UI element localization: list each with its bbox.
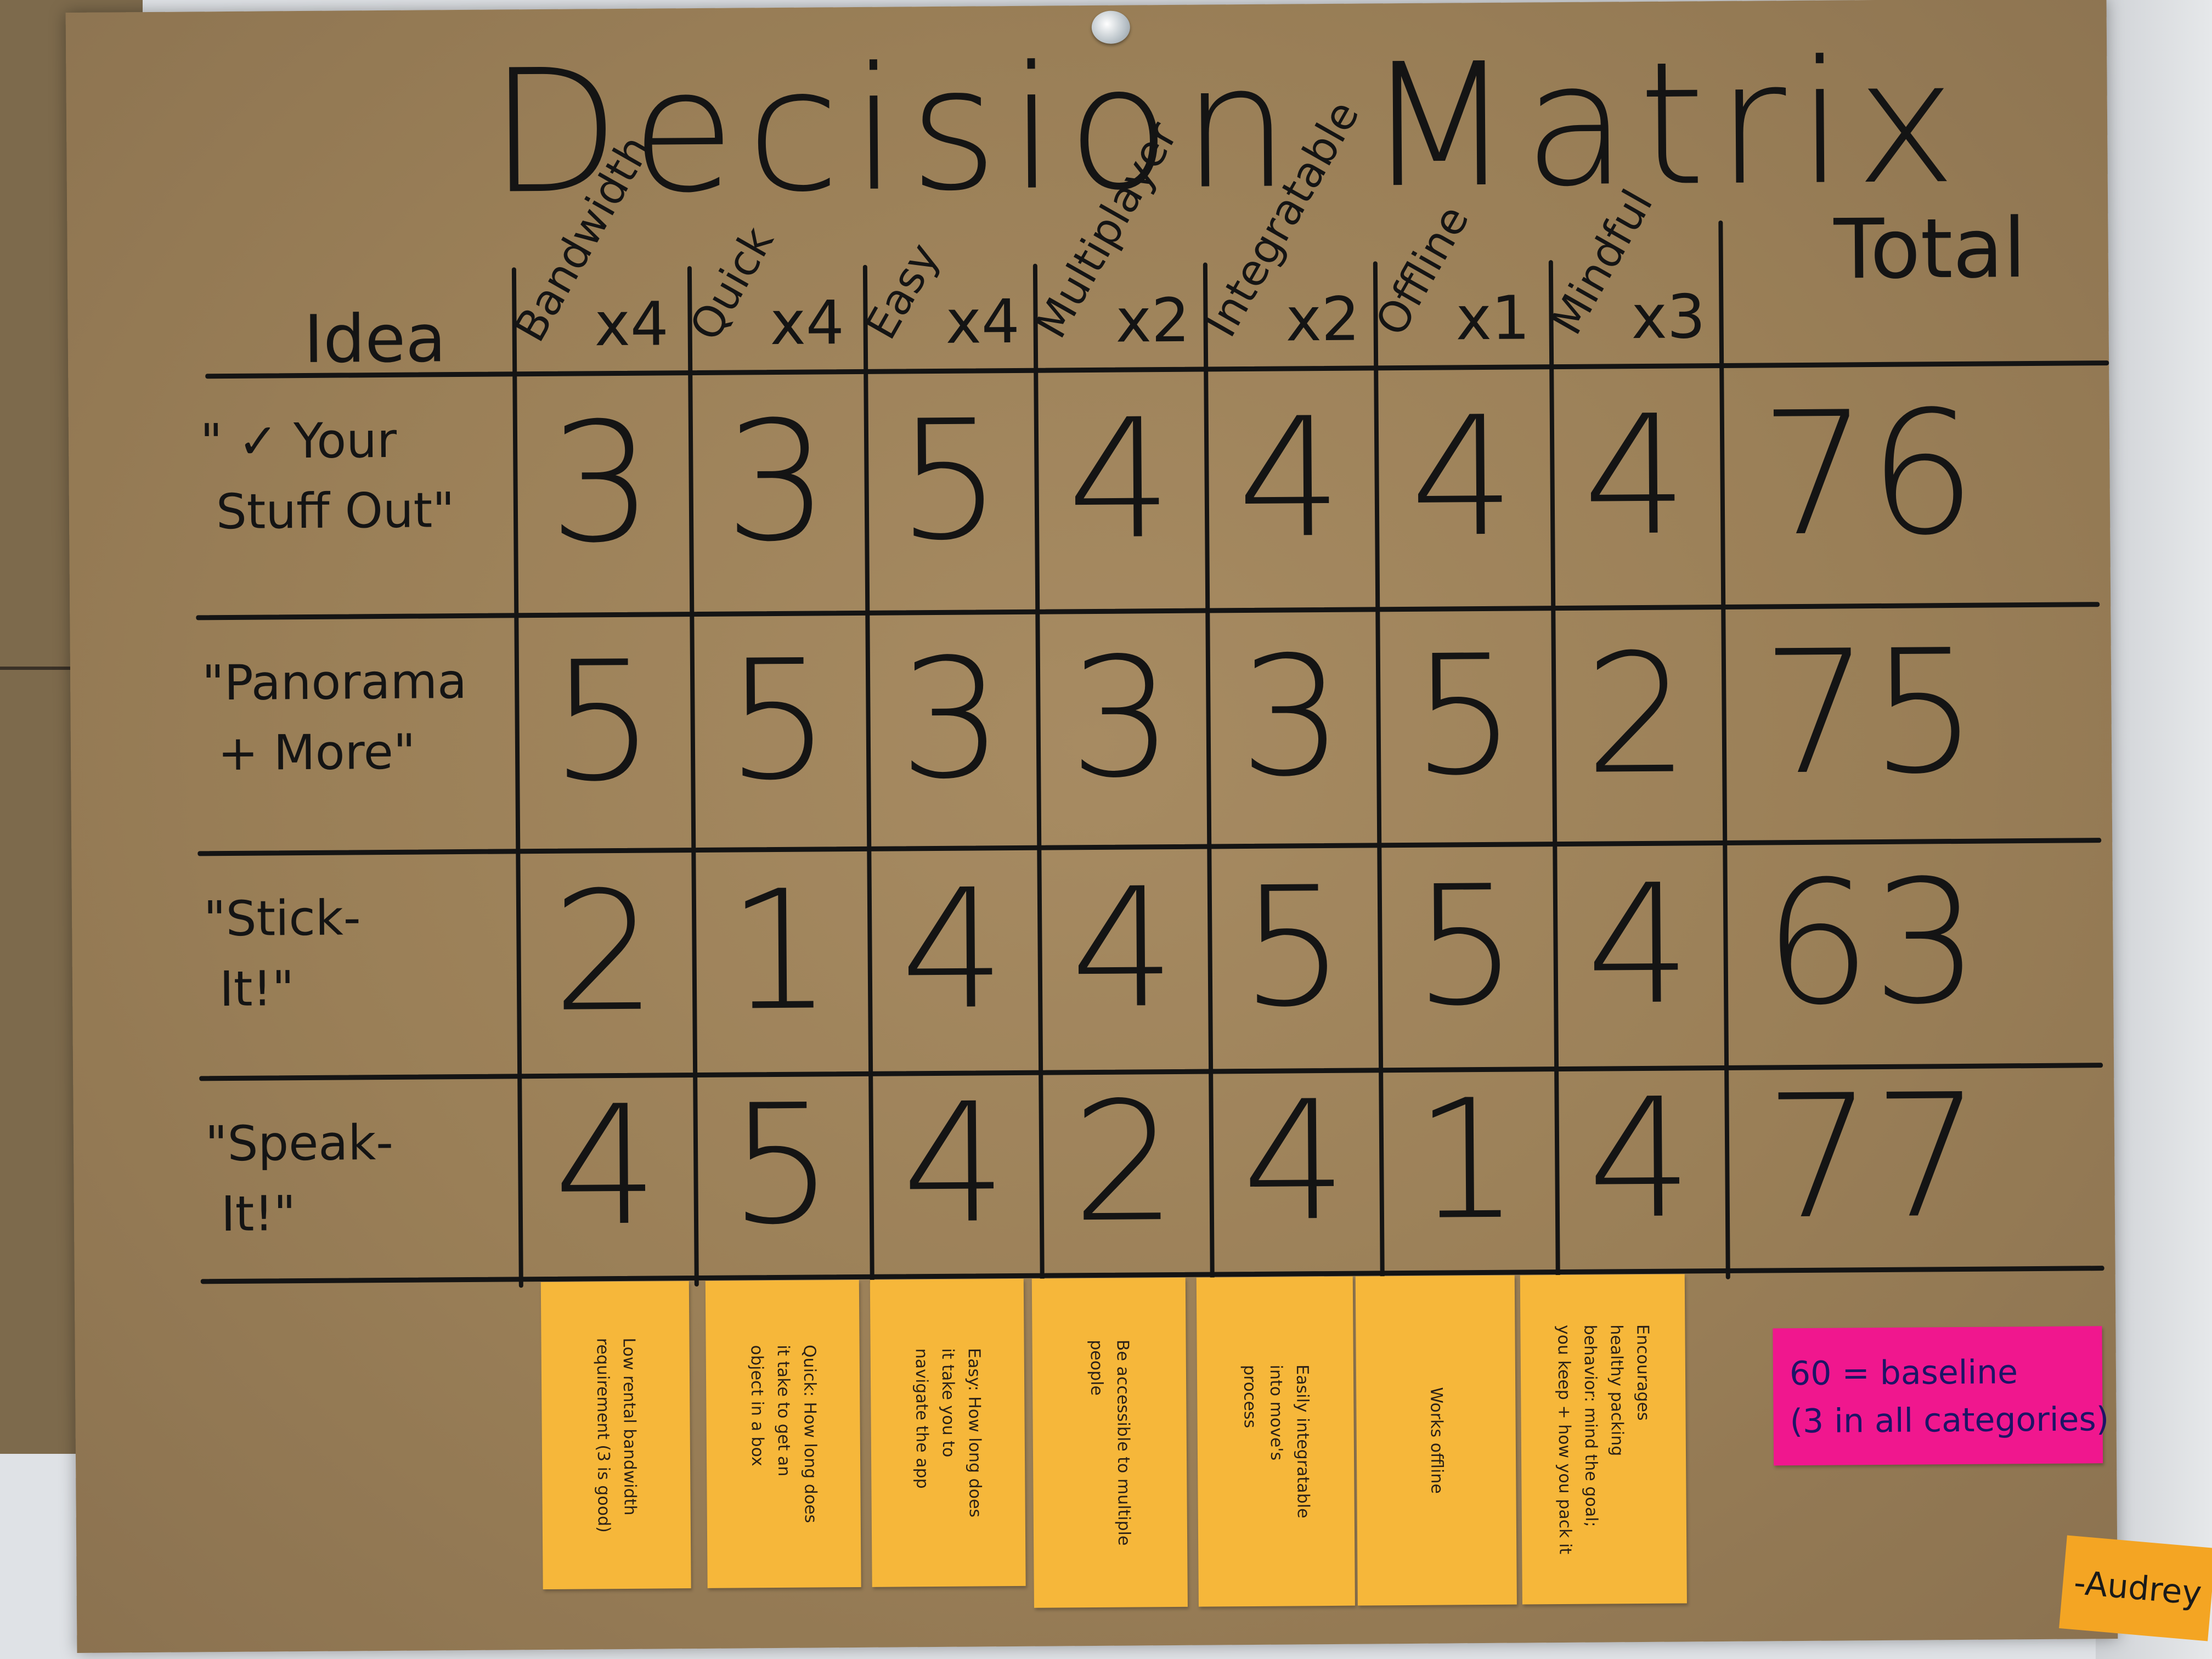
criterion-weight: x4 bbox=[945, 286, 1020, 357]
score-cell: 1 bbox=[1414, 1064, 1520, 1256]
baseline-sticky-note: 60 = baseline (3 in all categories) bbox=[1773, 1326, 2109, 1466]
criterion-weight: x4 bbox=[594, 289, 669, 360]
sticky-note-text: Easily integratable into move's process bbox=[1239, 1364, 1313, 1519]
score-cell: 3 bbox=[1068, 622, 1175, 815]
total-cell: 77 bbox=[1764, 1057, 1982, 1257]
score-cell: 4 bbox=[1587, 1063, 1693, 1255]
score-cell: 4 bbox=[901, 1068, 1007, 1260]
name-tag-sticky: -Audrey bbox=[2059, 1535, 2212, 1641]
criterion-name: Quick bbox=[680, 219, 784, 349]
score-cell: 4 bbox=[899, 854, 1006, 1046]
criterion-name: Easy bbox=[856, 235, 949, 348]
score-cell: 5 bbox=[1412, 850, 1519, 1042]
score-cell: 2 bbox=[1071, 1066, 1177, 1259]
criterion-sticky-note: Easy: How long does it take you to navig… bbox=[870, 1278, 1026, 1587]
score-cell: 4 bbox=[1069, 852, 1176, 1045]
baseline-note-text: 60 = baseline (3 in all categories) bbox=[1789, 1353, 2109, 1441]
criterion-weight: x1 bbox=[1455, 283, 1531, 354]
score-cell: 3 bbox=[898, 623, 1005, 816]
idea-label: " ✓ Your Stuff Out" bbox=[200, 411, 455, 540]
criteria-sticky-notes: Low rental bandwidth requirement (3 is g… bbox=[66, 0, 2107, 1608]
score-cell: 4 bbox=[1241, 1065, 1347, 1258]
score-cell: 4 bbox=[1066, 383, 1173, 576]
score-cell: 5 bbox=[1239, 851, 1346, 1044]
score-cell: 4 bbox=[1236, 382, 1343, 575]
score-cell: 5 bbox=[728, 1069, 834, 1261]
criterion-weight: x2 bbox=[1285, 284, 1361, 355]
score-cell: 5 bbox=[550, 625, 656, 818]
score-cell: 4 bbox=[1585, 849, 1692, 1041]
score-cell: 3 bbox=[723, 386, 830, 578]
total-column-header: Total bbox=[1833, 201, 2027, 298]
score-cell: 4 bbox=[1409, 381, 1516, 573]
criterion-weight: x4 bbox=[770, 287, 845, 359]
sticky-note-text: Quick: How long does it take to get an o… bbox=[747, 1344, 820, 1523]
total-cell: 75 bbox=[1761, 613, 1979, 813]
score-cell: 5 bbox=[1410, 619, 1517, 812]
sticky-note-text: Be accessible to multiple people bbox=[1086, 1339, 1134, 1546]
name-tag-text: -Audrey bbox=[2072, 1564, 2203, 1613]
criterion-sticky-note: Low rental bandwidth requirement (3 is g… bbox=[540, 1281, 691, 1590]
score-cell: 4 bbox=[1582, 380, 1689, 572]
sticky-note-text: Low rental bandwidth requirement (3 is g… bbox=[592, 1338, 640, 1533]
criterion-sticky-note: Easily integratable into move's process bbox=[1196, 1276, 1355, 1607]
score-cell: 5 bbox=[896, 385, 1003, 577]
sticky-note-text: Encourages healthy packing behavior: min… bbox=[1554, 1324, 1653, 1555]
score-cell: 2 bbox=[551, 856, 658, 1048]
criterion-sticky-note: Encourages healthy packing behavior: min… bbox=[1520, 1274, 1687, 1605]
criterion-weight: x2 bbox=[1115, 285, 1190, 356]
idea-label: "Speak- It!" bbox=[205, 1114, 394, 1242]
score-cell: 4 bbox=[552, 1070, 659, 1262]
sticky-note-text: Works offline bbox=[1426, 1387, 1447, 1494]
idea-label: "Stick- It!" bbox=[203, 889, 361, 1017]
idea-label: "Panorama + More" bbox=[201, 652, 467, 781]
score-cell: 5 bbox=[725, 624, 832, 817]
total-cell: 76 bbox=[1759, 374, 1978, 574]
criterion-sticky-note: Quick: How long does it take to get an o… bbox=[705, 1279, 861, 1588]
score-cell: 1 bbox=[726, 855, 833, 1047]
total-cell: 63 bbox=[1763, 843, 1981, 1043]
score-cell: 3 bbox=[1238, 620, 1345, 814]
score-cell: 2 bbox=[1583, 618, 1690, 811]
score-cell: 3 bbox=[548, 387, 654, 579]
matrix-grid bbox=[66, 0, 2109, 1288]
idea-column-header: Idea bbox=[303, 301, 447, 379]
criterion-weight: x3 bbox=[1631, 281, 1706, 353]
sticky-note-text: Easy: How long does it take you to navig… bbox=[911, 1347, 985, 1518]
criterion-sticky-note: Works offline bbox=[1355, 1275, 1517, 1606]
criterion-sticky-note: Be accessible to multiple people bbox=[1031, 1277, 1188, 1608]
page-title: Decision Matrix bbox=[488, 23, 1968, 232]
